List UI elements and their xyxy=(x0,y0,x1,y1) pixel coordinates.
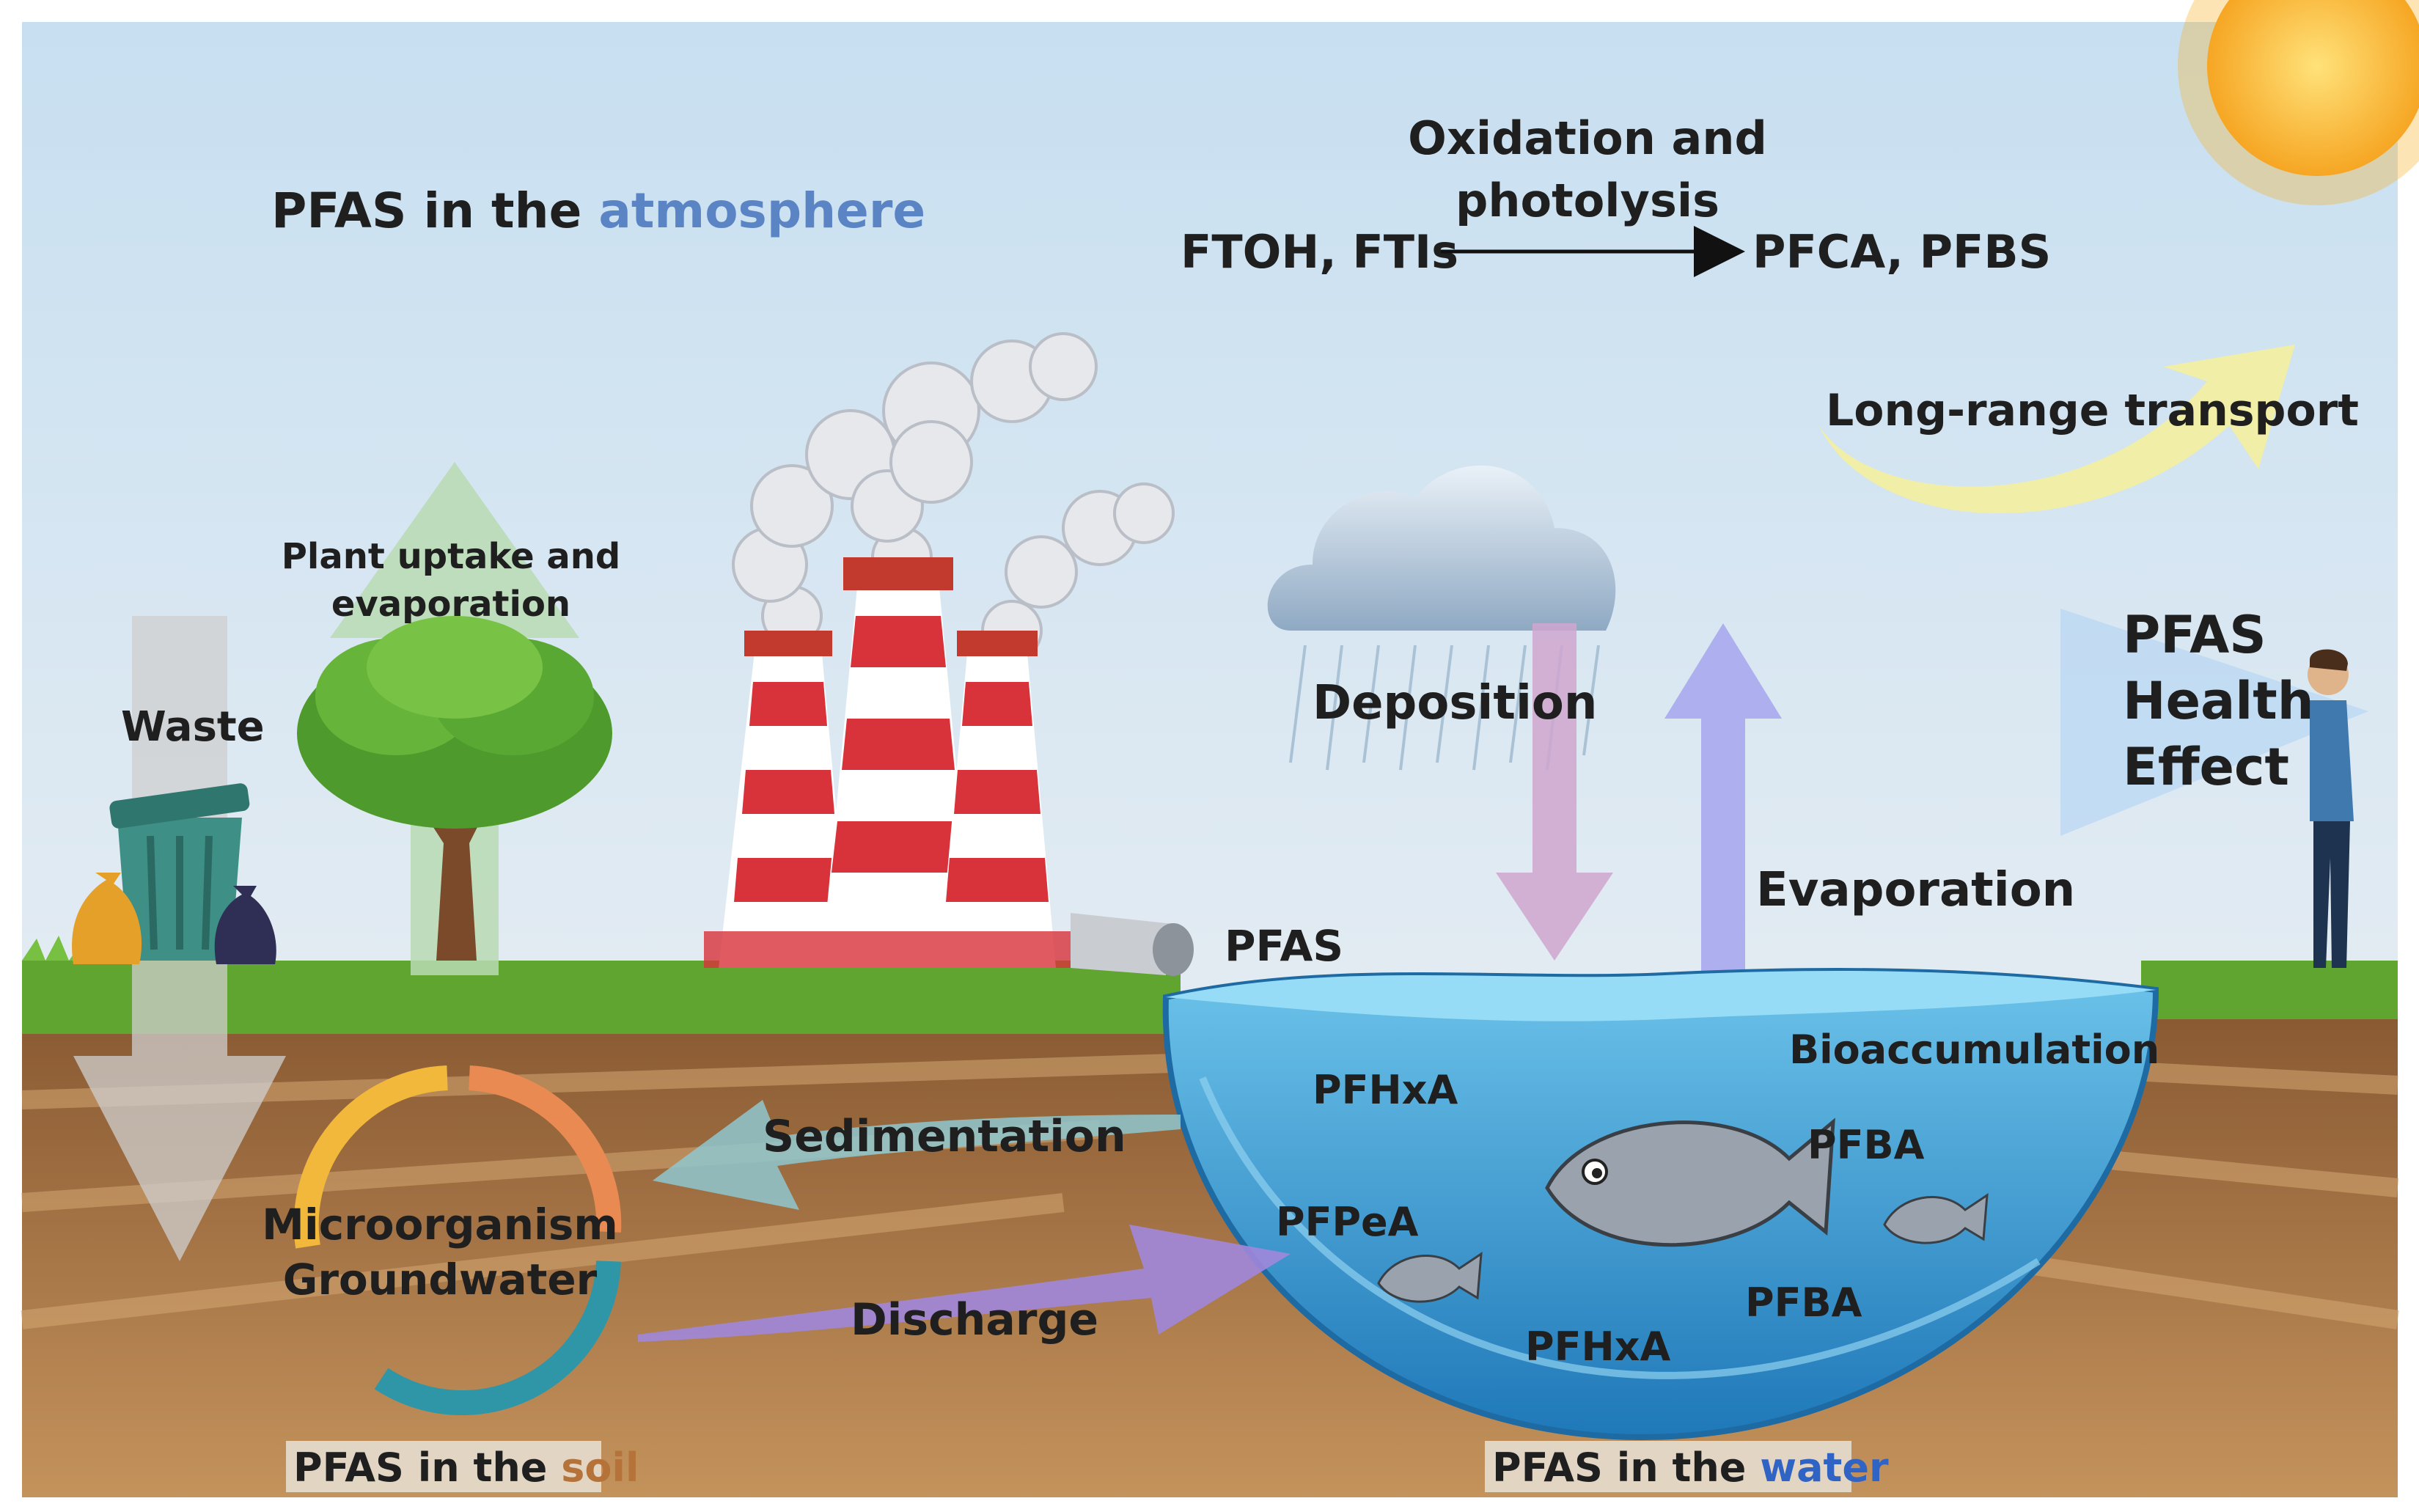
rain-cloud-icon xyxy=(1267,465,1616,771)
reaction-condition-line2: photolysis xyxy=(1456,174,1719,227)
atmosphere-title-highlight: atmosphere xyxy=(598,183,925,239)
water-caption: PFAS in the water xyxy=(1492,1445,1889,1491)
evaporation-arrow xyxy=(1664,623,1782,975)
compound-pfhxa-top: PFHxA xyxy=(1313,1067,1458,1113)
compound-pfpea: PFPeA xyxy=(1276,1199,1419,1245)
reaction-reactants: FTOH, FTIs xyxy=(1181,225,1458,279)
compound-pfhxa-bottom: PFHxA xyxy=(1525,1324,1670,1370)
deposition-label: Deposition xyxy=(1313,676,1597,730)
tree-icon xyxy=(297,616,612,961)
health-effect-arrow xyxy=(2060,609,2368,836)
soil-caption-prefix: PFAS in the xyxy=(293,1445,561,1491)
discharge-pipe-icon xyxy=(1071,913,1194,976)
plant-uptake-label-line1: Plant uptake and xyxy=(282,536,621,577)
soil-caption-background xyxy=(286,1441,601,1492)
reaction-products: PFCA, PFBS xyxy=(1752,225,2051,279)
garbage-bag-yellow-icon xyxy=(72,873,142,964)
water-caption-background xyxy=(1485,1441,1851,1492)
atmosphere-title: PFAS in the atmosphere xyxy=(271,183,925,239)
fish-small-left-icon xyxy=(1377,1252,1483,1303)
health-effect-line1: PFAS xyxy=(2123,605,2266,665)
reaction-condition-line1: Oxidation and xyxy=(1408,111,1767,165)
grass-right xyxy=(2141,961,2398,1019)
soil-caption-highlight: soil xyxy=(561,1445,639,1491)
groundwater-label: Groundwater xyxy=(283,1255,598,1304)
pipe-pfas-label: PFAS xyxy=(1225,921,1343,971)
discharge-arrow xyxy=(638,1225,1291,1342)
soil-caption: PFAS in the soil xyxy=(293,1445,639,1491)
water-caption-highlight: water xyxy=(1760,1445,1889,1491)
long-range-transport-label: Long-range transport xyxy=(1826,385,2359,436)
factory-chimneys-icon xyxy=(704,557,1071,968)
waste-label: Waste xyxy=(121,703,265,751)
atmosphere-title-prefix: PFAS in the xyxy=(271,183,598,239)
health-effect-line3: Effect xyxy=(2123,737,2289,797)
fish-small-right-icon xyxy=(1883,1193,1989,1244)
sedimentation-label: Sedimentation xyxy=(763,1111,1126,1162)
sedimentation-arrow xyxy=(653,1100,1181,1210)
trash-can-icon xyxy=(109,783,250,961)
garbage-bag-dark-icon xyxy=(214,886,276,964)
deposition-arrow xyxy=(1496,623,1613,961)
compound-pfba-right: PFBA xyxy=(1807,1122,1925,1168)
cycle-arrows-icon xyxy=(293,1065,622,1416)
microorganism-label: Microorganism xyxy=(262,1200,618,1249)
plant-uptake-label-line2: evaporation xyxy=(331,584,570,625)
health-effect-line2: Health xyxy=(2123,671,2314,731)
compound-pfba-bottom: PFBA xyxy=(1745,1280,1862,1326)
evaporation-label: Evaporation xyxy=(1756,863,2075,917)
fish-large-icon xyxy=(1545,1118,1835,1247)
long-range-transport-arrow xyxy=(1818,345,2295,513)
water-caption-prefix: PFAS in the xyxy=(1492,1445,1760,1491)
bioaccumulation-label: Bioaccumulation xyxy=(1789,1027,2159,1073)
person-icon xyxy=(2308,649,2354,968)
sun-icon xyxy=(2178,0,2419,205)
discharge-label: Discharge xyxy=(851,1294,1098,1346)
